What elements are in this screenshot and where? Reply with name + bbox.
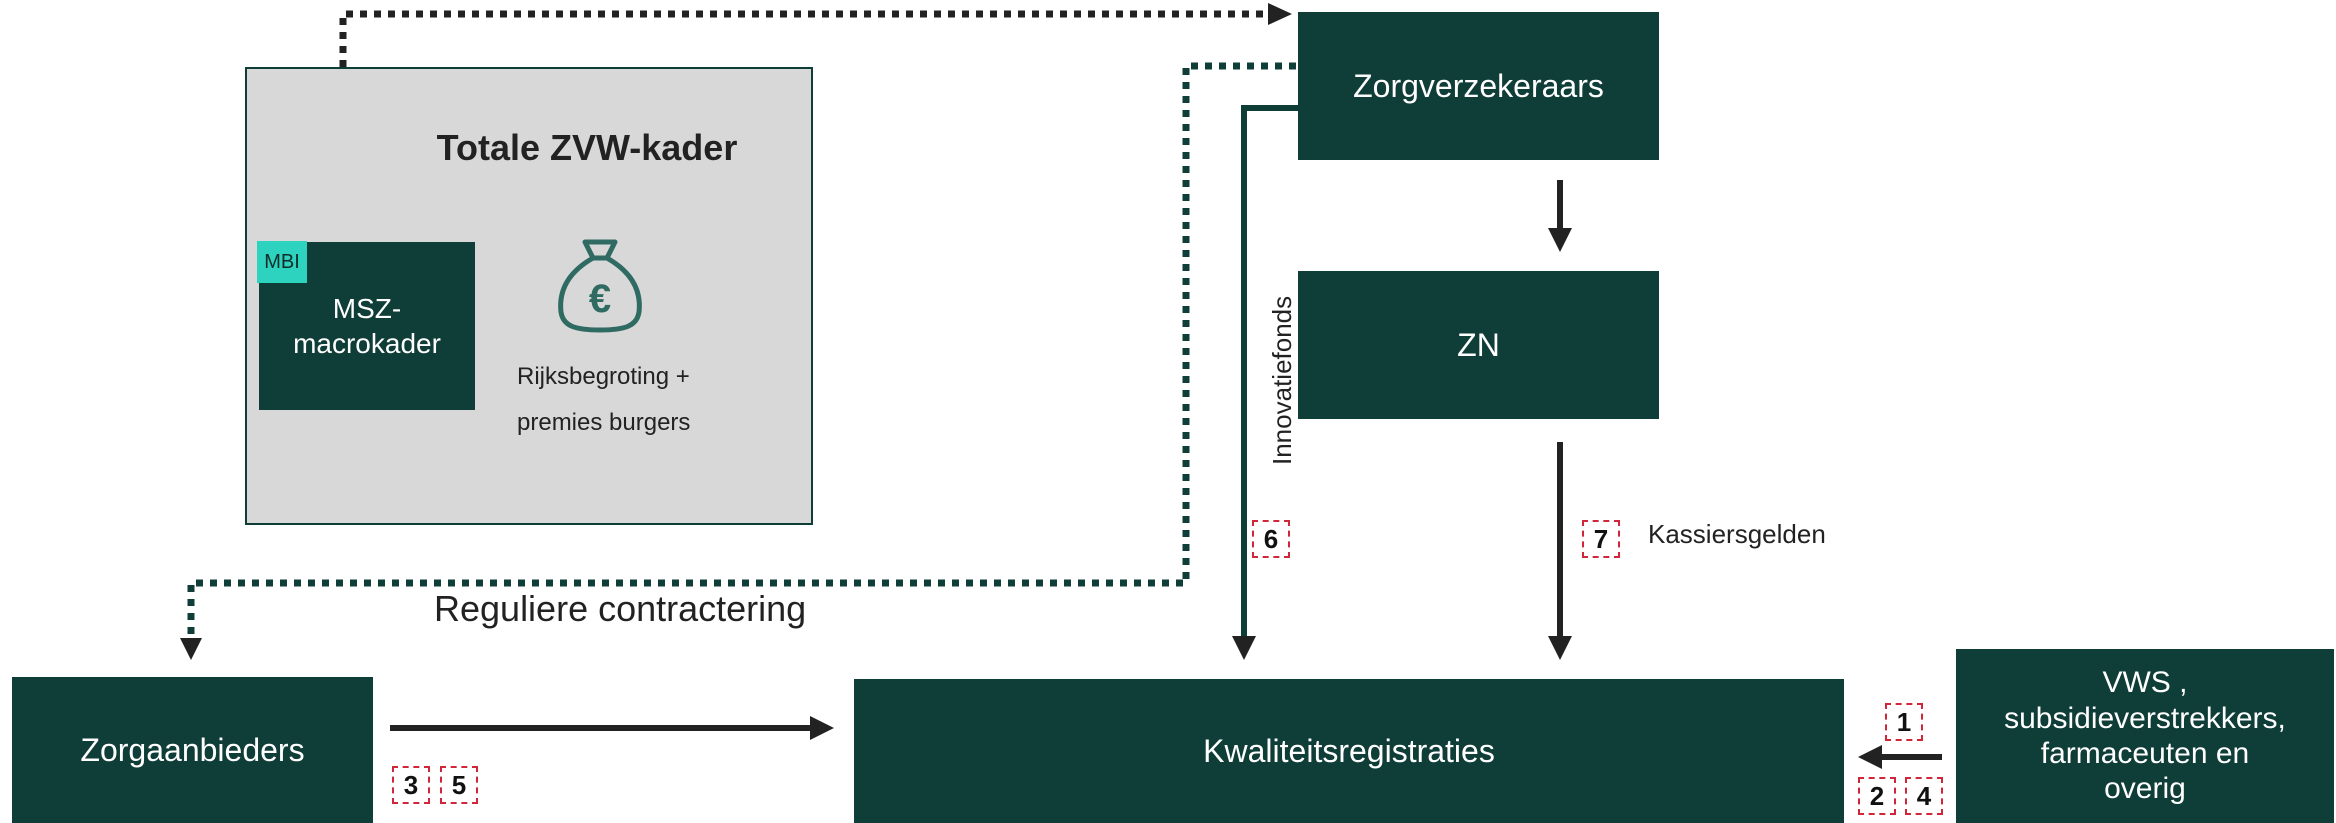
badge-6: 6 bbox=[1252, 520, 1290, 558]
arrow-innovatiefonds bbox=[1241, 105, 1298, 638]
badge-2: 2 bbox=[1858, 777, 1896, 815]
money-caption: Rijksbegroting + premies burgers bbox=[517, 363, 691, 436]
zorgverzekeraars-node: Zorgverzekeraars bbox=[1298, 12, 1659, 160]
zorgverzekeraars-label: Zorgverzekeraars bbox=[1353, 67, 1604, 104]
money-bag-euro-icon: € bbox=[558, 239, 642, 333]
badge-1: 1 bbox=[1885, 703, 1923, 741]
svg-text:€: € bbox=[589, 277, 611, 321]
kwaliteitsregistraties-node: Kwaliteitsregistraties bbox=[854, 679, 1844, 823]
kassiersgelden-label: Kassiersgelden bbox=[1648, 519, 1826, 549]
reguliere-contractering-label: Reguliere contractering bbox=[434, 588, 807, 629]
mbi-badge: MBI bbox=[257, 241, 307, 283]
badge-7: 7 bbox=[1582, 520, 1620, 558]
totale-zvw-kader-panel: Totale ZVW-kader MSZ- macrokader MBI € R… bbox=[245, 67, 813, 525]
vws-node: VWS , subsidieverstrekkers, farmaceuten … bbox=[1956, 649, 2334, 823]
panel-title: Totale ZVW-kader bbox=[436, 127, 738, 168]
dotted-arrow-zorgverzekeraars-to-zorgaanbieders bbox=[187, 62, 1296, 640]
zn-label: ZN bbox=[1457, 326, 1500, 363]
zn-node: ZN bbox=[1298, 271, 1659, 419]
badge-3: 3 bbox=[392, 766, 430, 804]
vws-label: VWS , subsidieverstrekkers, farmaceuten … bbox=[2004, 666, 2286, 806]
innovatiefonds-label: Innovatiefonds bbox=[1267, 295, 1297, 465]
badge-5: 5 bbox=[440, 766, 478, 804]
badge-4: 4 bbox=[1905, 777, 1943, 815]
kwaliteitsregistraties-label: Kwaliteitsregistraties bbox=[1203, 732, 1495, 769]
msz-macrokader-label: MSZ- macrokader bbox=[293, 293, 441, 359]
zorgaanbieders-node: Zorgaanbieders bbox=[12, 677, 373, 823]
dotted-arrow-panel-to-zorgverzekeraars bbox=[339, 10, 1270, 67]
zorgaanbieders-label: Zorgaanbieders bbox=[80, 731, 305, 768]
